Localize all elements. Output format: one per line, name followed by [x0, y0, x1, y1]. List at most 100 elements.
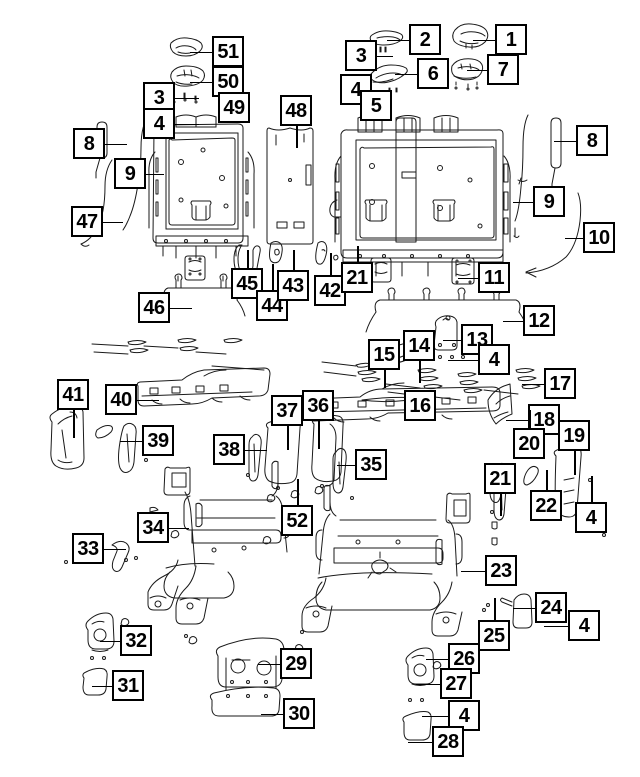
callout-leader-11: [458, 277, 478, 280]
callout-39[interactable]: 39: [142, 425, 174, 456]
callout-leader-41: [73, 410, 75, 438]
callout-48[interactable]: 48: [280, 95, 312, 126]
callout-32[interactable]: 32: [120, 625, 152, 656]
part-4-fasteners-mid: [438, 355, 465, 359]
callout-14[interactable]: 14: [403, 330, 435, 361]
callout-21[interactable]: 21: [484, 463, 516, 494]
callout-leader-21: [357, 246, 359, 262]
part-33-shape: [111, 540, 130, 572]
callout-17[interactable]: 17: [544, 368, 576, 399]
callout-3[interactable]: 3: [345, 40, 377, 71]
callout-4[interactable]: 4: [568, 610, 600, 641]
callout-8[interactable]: 8: [576, 125, 608, 156]
callout-15[interactable]: 15: [368, 339, 400, 370]
callout-10[interactable]: 10: [583, 222, 615, 253]
part-3-fasteners-top: [379, 46, 387, 53]
callout-33[interactable]: 33: [72, 533, 104, 564]
part-28-shape: [402, 711, 432, 741]
callout-50[interactable]: 50: [212, 66, 244, 97]
callout-45[interactable]: 45: [231, 268, 263, 299]
callout-leader-44: [272, 264, 274, 290]
part-39-shape: [118, 422, 137, 473]
callout-leader-37: [287, 426, 289, 450]
callout-leader-13: [443, 339, 461, 342]
part-31-shape: [82, 667, 108, 696]
callout-leader-31: [92, 685, 112, 688]
callout-34[interactable]: 34: [137, 512, 169, 543]
part-40-rail: [136, 367, 271, 407]
callout-leader-38: [245, 449, 267, 452]
callout-7[interactable]: 7: [487, 54, 519, 85]
callout-leader-8: [554, 140, 576, 143]
callout-22[interactable]: 22: [530, 490, 562, 521]
callout-leader-18: [506, 419, 528, 422]
part-21-fasteners-right: [490, 510, 498, 546]
callout-11[interactable]: 11: [478, 262, 510, 293]
callout-5[interactable]: 5: [360, 90, 392, 121]
part-50-shape: [170, 65, 205, 87]
callout-29[interactable]: 29: [280, 648, 312, 679]
callout-21[interactable]: 21: [341, 262, 373, 293]
callout-4[interactable]: 4: [575, 502, 607, 533]
callout-9[interactable]: 9: [114, 158, 146, 189]
callout-leader-4: [544, 625, 568, 628]
callout-leader-43: [293, 250, 295, 270]
callout-leader-45: [247, 250, 249, 268]
callout-4[interactable]: 4: [448, 700, 480, 731]
callout-leader-7: [467, 69, 487, 72]
callout-25[interactable]: 25: [478, 620, 510, 651]
callout-47[interactable]: 47: [71, 206, 103, 237]
callout-leader-28: [408, 741, 432, 744]
callout-4[interactable]: 4: [478, 344, 510, 375]
callout-49[interactable]: 49: [218, 92, 250, 123]
part-4-fasteners-bottom-left: [90, 656, 106, 660]
callout-44[interactable]: 44: [256, 290, 288, 321]
callout-43[interactable]: 43: [277, 270, 309, 301]
callout-1[interactable]: 1: [495, 24, 527, 55]
callout-20[interactable]: 20: [513, 428, 545, 459]
right-cushion-frame: [301, 484, 471, 637]
callout-16[interactable]: 16: [404, 390, 436, 421]
callout-30[interactable]: 30: [283, 698, 315, 729]
part-7-shape: [451, 58, 484, 91]
callout-28[interactable]: 28: [432, 726, 464, 757]
callout-3[interactable]: 3: [143, 82, 175, 113]
callout-23[interactable]: 23: [485, 555, 517, 586]
callout-9[interactable]: 9: [533, 186, 565, 217]
callout-40[interactable]: 40: [105, 384, 137, 415]
callout-leader-26: [426, 658, 448, 661]
callout-leader-46: [170, 307, 192, 310]
callout-leader-14: [419, 361, 421, 383]
callout-leader-51: [190, 51, 212, 54]
callout-2[interactable]: 2: [409, 24, 441, 55]
callout-leader-9: [513, 201, 533, 204]
callout-24[interactable]: 24: [535, 592, 567, 623]
callout-41[interactable]: 41: [57, 379, 89, 410]
callout-36[interactable]: 36: [302, 390, 334, 421]
callout-leader-21: [500, 494, 502, 516]
callout-leader-29: [258, 663, 280, 666]
callout-leader-8: [105, 143, 127, 146]
callout-leader-3: [175, 97, 199, 100]
callout-38[interactable]: 38: [213, 434, 245, 465]
callout-46[interactable]: 46: [138, 292, 170, 323]
callout-37[interactable]: 37: [271, 395, 303, 426]
callout-42[interactable]: 42: [314, 275, 346, 306]
callout-31[interactable]: 31: [112, 670, 144, 701]
callout-8[interactable]: 8: [73, 128, 105, 159]
callout-leader-25: [494, 598, 496, 620]
part-36-shape: [311, 414, 344, 487]
callout-52[interactable]: 52: [281, 505, 313, 536]
callout-19[interactable]: 19: [558, 420, 590, 451]
part-32-shape: [85, 612, 115, 652]
callout-12[interactable]: 12: [523, 305, 555, 336]
callout-27[interactable]: 27: [440, 668, 472, 699]
callout-51[interactable]: 51: [212, 36, 244, 67]
part-27-shape: [405, 647, 435, 686]
callout-4[interactable]: 4: [143, 108, 175, 139]
callout-leader-22: [546, 470, 548, 490]
callout-leader-6: [395, 73, 417, 76]
part-37-shape: [264, 418, 301, 485]
callout-35[interactable]: 35: [355, 449, 387, 480]
callout-6[interactable]: 6: [417, 58, 449, 89]
